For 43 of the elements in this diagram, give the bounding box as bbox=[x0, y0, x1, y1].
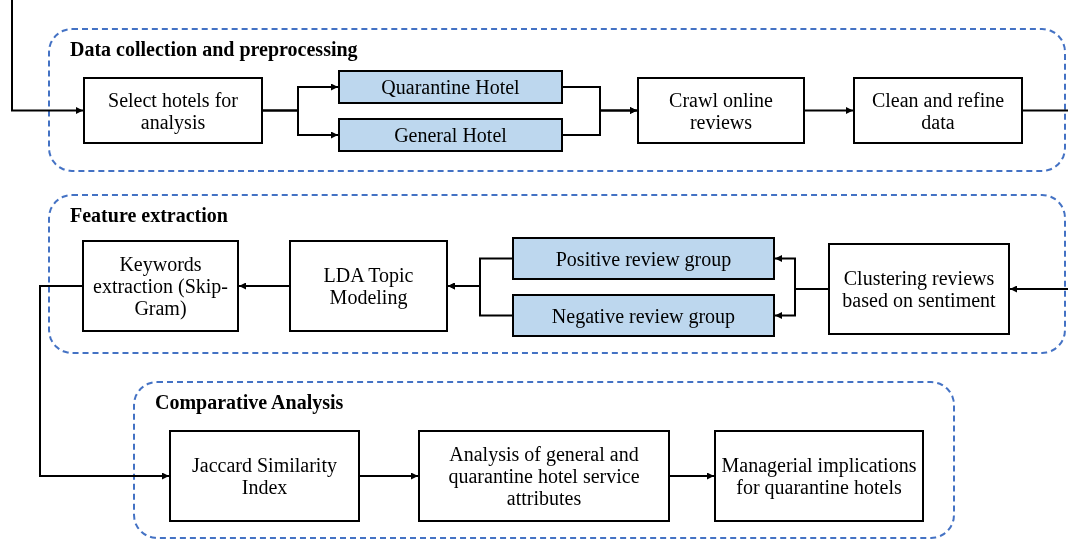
box-text: Select hotels for analysis bbox=[107, 88, 239, 133]
box-text: General Hotel bbox=[394, 124, 507, 146]
group-container bbox=[133, 381, 955, 539]
arrow bbox=[359, 472, 419, 480]
box-text: Positive review group bbox=[555, 247, 732, 270]
arrow bbox=[39, 285, 170, 480]
box-text: Clean and refine data bbox=[870, 88, 1006, 133]
box-text: Analysis of general and quarantine hotel service attributes bbox=[447, 443, 641, 509]
group-container bbox=[48, 194, 1066, 354]
process-box bbox=[169, 430, 360, 522]
box-text: Jaccard Similarity Index bbox=[191, 454, 338, 498]
group-container bbox=[48, 28, 1066, 172]
arrow bbox=[447, 282, 513, 317]
box-text: Managerial implications for quarantine hotels bbox=[720, 454, 918, 498]
arrow bbox=[774, 288, 829, 319]
arrow bbox=[262, 109, 339, 139]
process-box bbox=[512, 237, 775, 280]
group-heading: Feature extraction bbox=[70, 204, 228, 227]
process-box bbox=[338, 118, 563, 152]
process-box bbox=[512, 294, 775, 337]
group-heading: Data collection and preprocessing bbox=[70, 38, 358, 61]
arrow bbox=[238, 282, 290, 290]
box-text: Crawl online reviews bbox=[668, 88, 774, 133]
process-box bbox=[82, 240, 239, 332]
arrow bbox=[1009, 285, 1068, 293]
box-text: Keywords extraction (Skip-Gram) bbox=[92, 253, 229, 319]
box-text: Quarantine Hotel bbox=[381, 76, 520, 98]
arrow bbox=[669, 472, 715, 480]
process-box bbox=[714, 430, 924, 522]
box-text: LDA Topic Modeling bbox=[322, 264, 415, 308]
process-box bbox=[853, 77, 1023, 144]
process-box bbox=[418, 430, 670, 522]
arrow bbox=[11, 0, 84, 114]
box-text: Negative review group bbox=[551, 304, 736, 327]
box-text: Clustering reviews based on sentiment bbox=[841, 267, 997, 311]
process-box bbox=[83, 77, 263, 144]
group-heading: Comparative Analysis bbox=[155, 391, 344, 414]
arrow bbox=[804, 107, 854, 114]
process-box bbox=[289, 240, 448, 332]
process-box bbox=[338, 70, 563, 104]
process-box bbox=[828, 243, 1010, 335]
arrow bbox=[562, 107, 638, 136]
process-box bbox=[637, 77, 805, 144]
